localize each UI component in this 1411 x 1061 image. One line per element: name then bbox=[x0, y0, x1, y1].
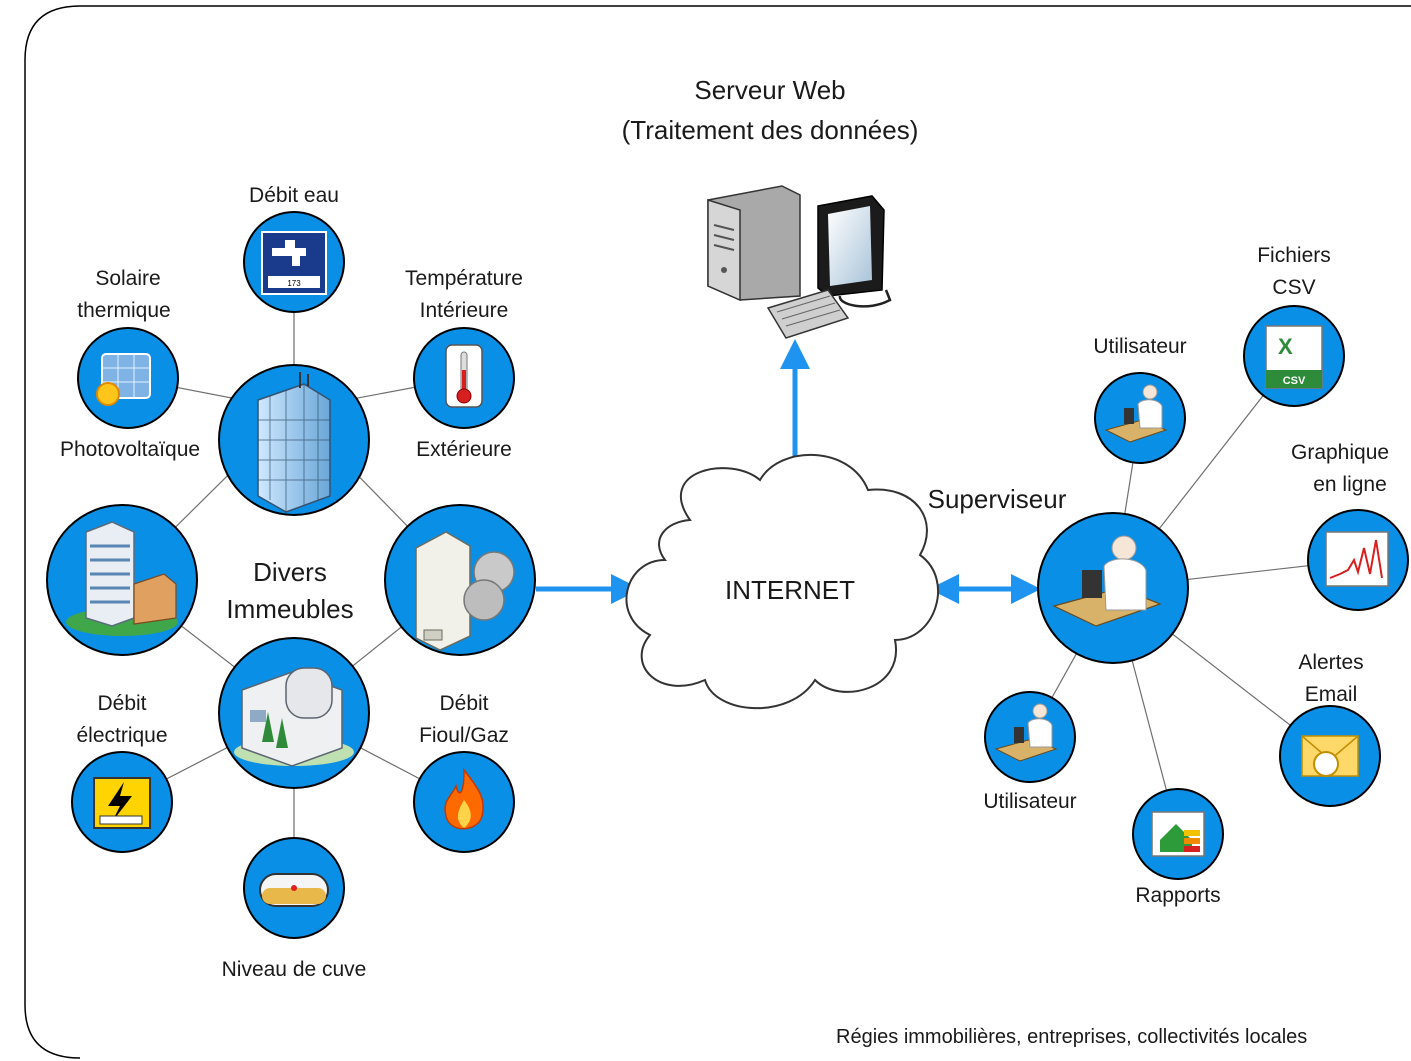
label-graph-line2: en ligne bbox=[1313, 473, 1387, 496]
buildings-label-line2: Immeubles bbox=[226, 594, 354, 624]
label-photovoltaique: Photovoltaïque bbox=[59, 438, 201, 461]
label-debit-eau: Débit eau bbox=[249, 184, 339, 207]
label-user-bottom: Utilisateur bbox=[983, 790, 1077, 813]
node-debit-eau: 173 bbox=[243, 211, 345, 313]
label-graph-line1: Graphique bbox=[1291, 441, 1390, 464]
label-exterieure: Extérieure bbox=[416, 438, 512, 461]
node-alertes bbox=[1279, 705, 1381, 807]
node-solaire bbox=[77, 327, 179, 429]
label-solaire-line2: thermique bbox=[77, 299, 171, 322]
label-superviseur: Superviseur bbox=[927, 484, 1067, 514]
label-debit-elec-line2: électrique bbox=[76, 724, 168, 747]
node-user-bottom bbox=[984, 691, 1076, 783]
frame-border bbox=[24, 5, 1411, 1059]
node-building-main bbox=[218, 364, 370, 516]
label-alert-line2: Email bbox=[1304, 683, 1358, 706]
label-user-top: Utilisateur bbox=[1093, 335, 1187, 358]
node-building-right bbox=[384, 504, 536, 656]
label-debit-fioul-line2: Fioul/Gaz bbox=[419, 724, 509, 747]
buildings-label-line1: Divers bbox=[253, 557, 327, 587]
internet-label: INTERNET bbox=[725, 575, 855, 605]
node-niveau-cuve bbox=[243, 837, 345, 939]
footer-text: Régies immobilières, entreprises, collec… bbox=[836, 1026, 1308, 1048]
label-alert-line1: Alertes bbox=[1298, 651, 1364, 674]
label-solaire-line1: Solaire bbox=[95, 267, 161, 290]
node-debit-fioul bbox=[413, 751, 515, 853]
node-csv: CSV X bbox=[1243, 305, 1345, 407]
label-temperature-line1: Température bbox=[405, 267, 523, 290]
label-debit-fioul-line1: Débit bbox=[439, 692, 489, 715]
label-niveau-cuve: Niveau de cuve bbox=[221, 958, 367, 981]
node-rapports bbox=[1132, 788, 1224, 880]
server-title-line2: (Traitement des données) bbox=[621, 115, 919, 145]
node-supervisor bbox=[1037, 512, 1189, 664]
internet-cloud bbox=[625, 453, 939, 710]
label-debit-elec-line1: Débit bbox=[97, 692, 147, 715]
label-rapports: Rapports bbox=[1135, 884, 1221, 907]
node-temperature bbox=[413, 327, 515, 429]
label-temperature-line2: Intérieure bbox=[419, 299, 509, 322]
svg-text:X: X bbox=[1278, 334, 1293, 359]
meter-reading: 173 bbox=[287, 279, 301, 288]
label-csv-line2: CSV bbox=[1272, 276, 1316, 299]
node-graphique bbox=[1307, 509, 1409, 611]
node-building-bottom bbox=[218, 637, 370, 789]
label-csv-line1: Fichiers bbox=[1257, 244, 1331, 267]
server-computer-icon bbox=[707, 185, 892, 339]
csv-badge: CSV bbox=[1283, 375, 1306, 387]
server-title-line1: Serveur Web bbox=[694, 75, 846, 105]
node-user-top bbox=[1094, 372, 1186, 464]
node-debit-electrique bbox=[71, 751, 173, 853]
node-building-left bbox=[46, 504, 198, 656]
